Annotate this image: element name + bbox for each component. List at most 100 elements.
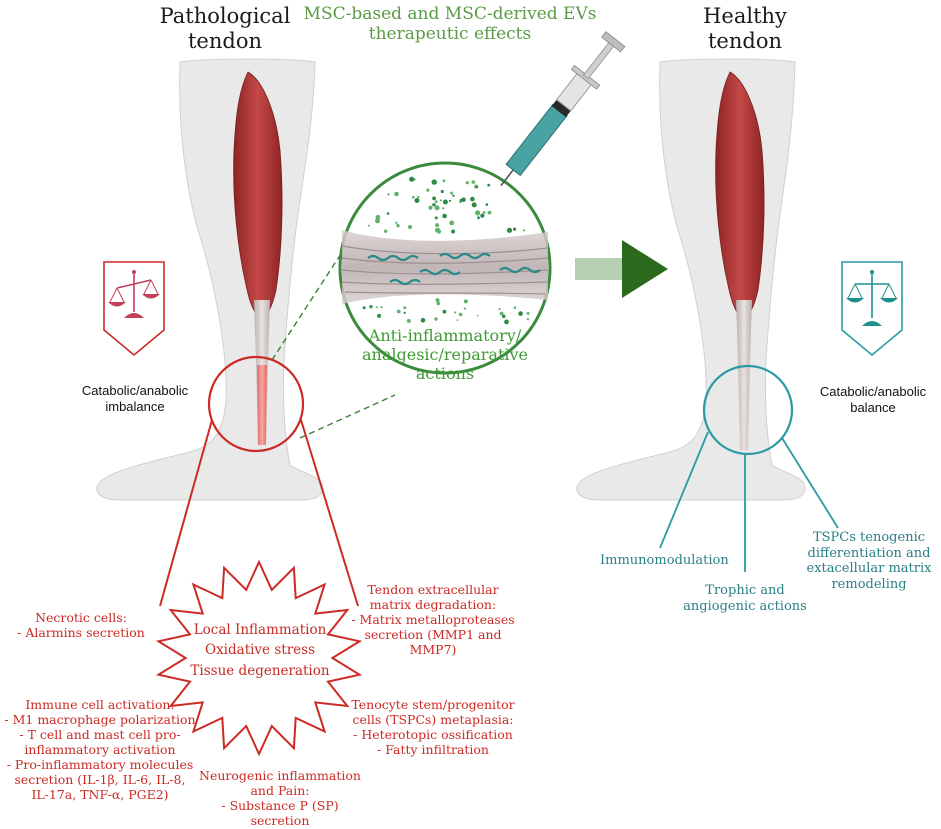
note-line: - Matrix metalloproteases [351,612,515,627]
note-line: Tenocyte stem/progenitor [351,697,515,712]
note-line: and Pain: [250,783,310,798]
ev-dot [456,319,459,321]
dashed-connector-lower [299,394,396,439]
pathological-leg [96,58,324,501]
ev-dot [506,227,513,233]
ev-dot [475,210,481,216]
note-line: angiogenic actions [683,598,807,614]
star-line: Tissue degeneration [190,662,330,679]
ev-dot [403,306,407,310]
ev-dot [380,306,383,309]
ev-dot [434,205,440,211]
note-line: Immune cell activation: [25,697,175,712]
inflammation-starburst [155,559,363,757]
note-necrotic-cells: Necrotic cells: - Alarmins secretion [6,610,156,640]
note-line: IL-17a, TNF-α, PGE2) [31,787,169,802]
ev-dot [432,196,436,201]
extracellular-vesicle-dots [362,176,530,325]
note-line: TSPCs tenogenic [812,530,926,545]
ev-dot [406,318,411,323]
healthy-leg [576,58,806,501]
note-line: matrix degradation: [369,597,497,612]
label-line: Catabolic/anabolic [819,384,927,399]
note-trophic-angiogenic: Trophic and angiogenic actions [680,583,810,614]
ev-dot [413,178,416,181]
treatment-arrow [575,240,668,298]
note-ecm-degradation: Tendon extracellular matrix degradation:… [348,582,518,657]
title-line: tendon [187,29,262,54]
note-line: extacellular matrix [806,561,932,577]
ev-dot [513,306,517,309]
teal-line-tspc [781,437,839,529]
therapeutic-circle [338,161,552,375]
note-line: - T cell and mast cell pro- [19,727,181,742]
note-line: Necrotic cells: [35,610,127,625]
ev-dot [384,229,388,233]
ev-dot [526,311,530,315]
ev-dot [526,318,530,321]
note-line: inflammatory activation [24,742,176,757]
ev-dot [499,311,504,316]
ev-dot [432,203,436,207]
ev-dot [504,319,509,325]
ev-dot [450,191,454,195]
star-line: Oxidative stress [205,642,315,659]
circle-action-text: Anti-inflammatory/ analgesic/reparative … [355,326,535,384]
ev-dot [435,223,440,228]
syringe-icon [500,31,626,187]
ev-dot [436,229,442,234]
note-line: differentiation and [807,545,931,561]
note-tspc-metaplasia: Tenocyte stem/progenitor cells (TSPCs) m… [348,697,518,757]
balance-label: Catabolic/anabolic balance [808,384,938,415]
ev-dot [485,203,489,206]
ev-dot [396,309,401,314]
ev-dot [375,214,381,220]
ev-dot [480,213,485,218]
ev-dot [454,311,457,314]
ev-dot [394,191,399,197]
ev-dot [412,196,415,199]
note-line: - Pro-inflammatory molecules [6,757,194,772]
pathological-tendon-title: Pathological tendon [120,4,330,54]
note-line: secretion [250,813,310,828]
circle-line: analgesic/reparative [361,345,529,365]
ev-dot [376,306,378,309]
ev-dot [471,180,476,184]
ev-dot [442,179,446,183]
starburst-text: Local Inflammation Oxidative stress Tiss… [180,620,340,681]
note-line: - Alarmins secretion [17,625,145,640]
ev-dot [476,314,479,317]
ev-dot [435,298,440,303]
note-line: - Substance P (SP) [221,798,339,813]
ev-dot [395,221,398,224]
ev-dot [459,200,462,203]
ev-dot [487,210,492,215]
left-injured-tendon [257,365,267,445]
ev-dot [367,224,370,227]
ev-dot [463,307,466,310]
note-line: cells (TSPCs) metaplasia: [352,712,514,727]
ev-dot [465,181,469,185]
funnel-right [300,419,359,607]
label-line: balance [850,399,896,415]
ev-dot [522,229,526,232]
ev-dot [414,198,420,203]
ev-dot [434,216,438,220]
ev-dot [471,202,477,208]
label-line: imbalance [105,398,165,414]
healthy-tendon-title: Healthy tendon [640,4,850,54]
ev-dot [449,220,455,226]
ev-dot [498,308,501,311]
circle-line: actions [415,364,475,384]
ev-dot [408,225,412,229]
ev-dot [431,179,437,185]
ev-dot [451,229,456,234]
note-line: - Heterotopic ossification [353,727,513,742]
ev-dot [475,185,479,189]
ev-dot [362,306,366,310]
dashed-connector-upper [271,239,351,361]
teal-line-immunomodulation [659,431,709,549]
note-immunomodulation: Immunomodulation [600,553,729,569]
ev-dot [377,313,382,318]
pathological-tendon-circle [207,355,305,453]
